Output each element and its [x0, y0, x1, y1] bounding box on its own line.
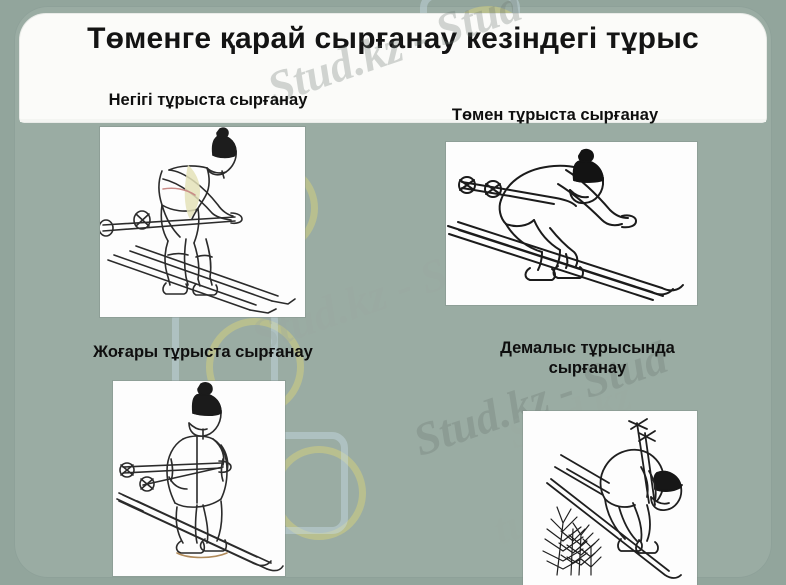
caption-low-stance: Төмен тұрыста сырғанау [451, 106, 659, 124]
figure-resting-stance [523, 411, 697, 585]
figure-high-stance [113, 381, 285, 576]
skier-resting-stance-illustration [542, 418, 683, 579]
caption-high-stance: Жоғары тұрыста сырғанау [93, 343, 313, 361]
skier-low-stance-illustration [447, 148, 684, 301]
skier-basic-stance-illustration [100, 127, 296, 314]
page-title: Төменге қарай сырғанау кезіндегі тұрыс [87, 22, 699, 55]
title-band [20, 14, 766, 122]
caption-basic-stance: Негігі тұрыста сырғанау [108, 91, 308, 109]
figure-low-stance [446, 142, 697, 305]
caption-resting-stance: Демалыс тұрысында сырғанау [500, 339, 675, 377]
figure-basic-stance [100, 127, 305, 317]
skier-high-stance-illustration [116, 382, 284, 572]
